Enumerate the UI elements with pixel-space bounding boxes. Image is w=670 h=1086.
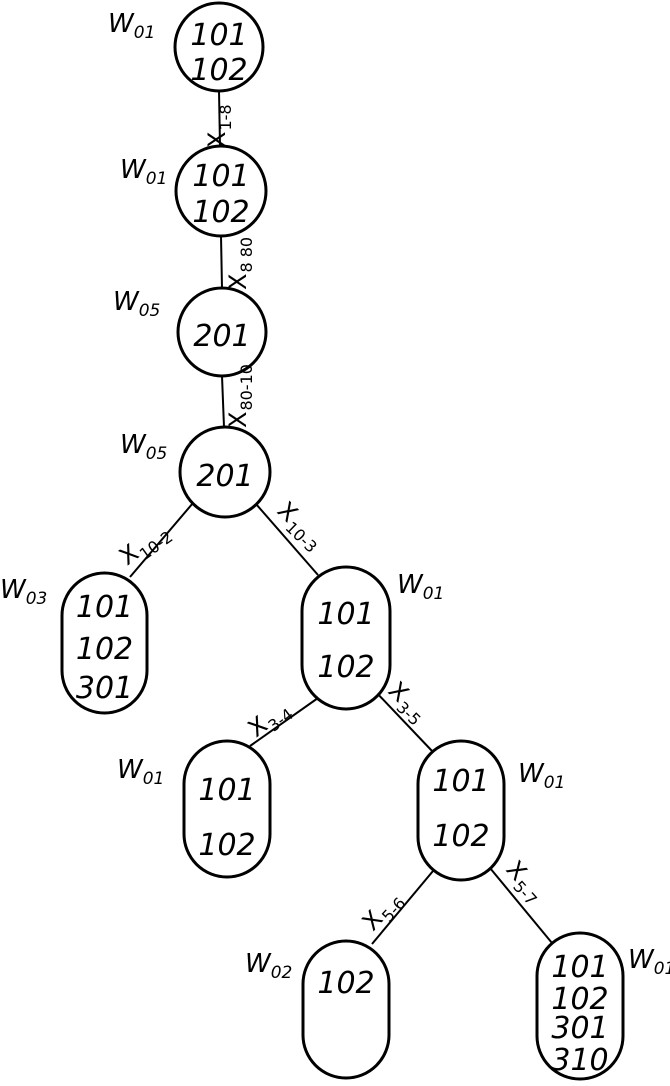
weight-letter: W <box>113 287 140 317</box>
edge-n1-n2 <box>218 90 221 147</box>
edge-label-subscript: 8 80 <box>237 237 256 273</box>
edge-n4-n5 <box>129 502 194 578</box>
edge-n8-n10 <box>489 867 553 944</box>
weight-letter: W <box>108 9 135 39</box>
weight-letter: W <box>397 570 424 600</box>
node-code: 102 <box>198 828 255 863</box>
edge-label-n4-n6: X10-3 <box>269 496 330 556</box>
edge-label-letter: X <box>224 274 252 290</box>
node-code: 102 <box>190 53 247 88</box>
weight-subscript: 02 <box>271 963 293 983</box>
node-code: 102 <box>317 966 374 1001</box>
node-n3: 201 W05 <box>113 286 268 378</box>
node-n7: 101 102 W01 <box>117 739 272 879</box>
node-code: 301 <box>76 671 133 706</box>
node-weight-label: W05 <box>120 430 167 464</box>
weight-subscript: 01 <box>423 584 445 604</box>
weight-letter: W <box>117 755 144 785</box>
node-weight-label: W01 <box>120 155 167 189</box>
node-n5: 101 102 301 W03 <box>0 571 149 715</box>
edge-label-n3-n4: X80-10 <box>224 364 256 428</box>
node-weight-label: W03 <box>0 575 47 609</box>
edge-n4-n6 <box>255 503 319 576</box>
node-weight-label: W02 <box>245 949 292 983</box>
edge-label-subscript: 1-8 <box>216 104 235 130</box>
edge-label-n1-n2: X 1-8 <box>203 104 235 148</box>
node-code: 101 <box>198 773 255 808</box>
node-code: 101 <box>317 597 374 632</box>
weight-subscript: 03 <box>26 589 48 609</box>
weight-letter: W <box>120 155 147 185</box>
edge-label-letter: X <box>203 132 231 148</box>
node-n8: 101 102 W01 <box>416 739 565 882</box>
weight-letter: W <box>0 575 27 605</box>
weight-letter: W <box>120 430 147 460</box>
node-code: 102 <box>317 650 374 685</box>
weight-subscript: 01 <box>143 769 165 789</box>
weight-letter: W <box>628 945 655 975</box>
weight-letter: W <box>518 759 545 789</box>
node-circle <box>178 425 272 519</box>
node-n6: 101 102 W01 <box>300 565 444 711</box>
weight-letter: W <box>245 949 272 979</box>
edge-n8-n9 <box>371 870 434 945</box>
node-circle <box>173 1 265 93</box>
node-capsule <box>300 565 392 711</box>
node-code: 102 <box>432 819 489 854</box>
node-capsule <box>535 931 625 1081</box>
node-code: 201 <box>193 319 250 354</box>
edge-label-n2-n3: X8 80 <box>224 237 256 290</box>
weight-subscript: 05 <box>146 444 168 464</box>
weight-subscript: 01 <box>146 169 168 189</box>
node-circle <box>176 286 268 378</box>
node-code: 101 <box>432 764 489 799</box>
node-capsule <box>301 939 391 1080</box>
edge-n2-n3 <box>220 235 223 289</box>
node-code: 102 <box>76 632 133 667</box>
edge-n6-n8 <box>373 689 434 753</box>
node-code: 102 <box>551 982 608 1017</box>
node-code: 101 <box>192 159 249 194</box>
edge-label-n8-n10: X5-7 <box>498 855 551 909</box>
node-capsule <box>60 571 149 715</box>
node-code: 310 <box>551 1043 608 1078</box>
node-code: 101 <box>551 950 608 985</box>
weight-subscript: 01 <box>544 773 566 793</box>
edge-label-subscript: 80-10 <box>237 364 256 411</box>
edge-label-letter: X <box>224 412 252 428</box>
edge-n3-n4 <box>221 375 225 428</box>
node-n9: 102 W02 <box>245 939 391 1080</box>
weight-subscript: 01 <box>654 959 670 979</box>
node-capsule <box>182 739 272 879</box>
weight-subscript: 01 <box>134 23 156 43</box>
weight-subscript: 05 <box>139 301 161 321</box>
node-code: 301 <box>551 1011 608 1046</box>
node-weight-label: W05 <box>113 287 160 321</box>
edge-label-n6-n8: X3-5 <box>380 676 434 729</box>
node-weight-label: W01 <box>628 945 670 979</box>
node-code: 101 <box>190 18 247 53</box>
node-circle <box>174 144 268 238</box>
edges-layer <box>129 90 553 945</box>
node-n4: 201 W05 <box>120 425 272 519</box>
node-weight-label: W01 <box>397 570 444 604</box>
node-code: 102 <box>192 195 249 230</box>
edge-label-subscript: 10-2 <box>136 527 177 564</box>
edge-n6-n7 <box>249 697 319 747</box>
node-capsule <box>416 739 506 882</box>
node-weight-label: W01 <box>518 759 565 793</box>
edge-label-n4-n5: X10-2 <box>114 517 176 574</box>
node-weight-label: W01 <box>117 755 164 789</box>
node-weight-label: W01 <box>108 9 155 43</box>
edge-label-n6-n7: X3-4 <box>243 694 297 746</box>
node-code: 201 <box>196 459 253 494</box>
node-code: 101 <box>76 590 133 625</box>
